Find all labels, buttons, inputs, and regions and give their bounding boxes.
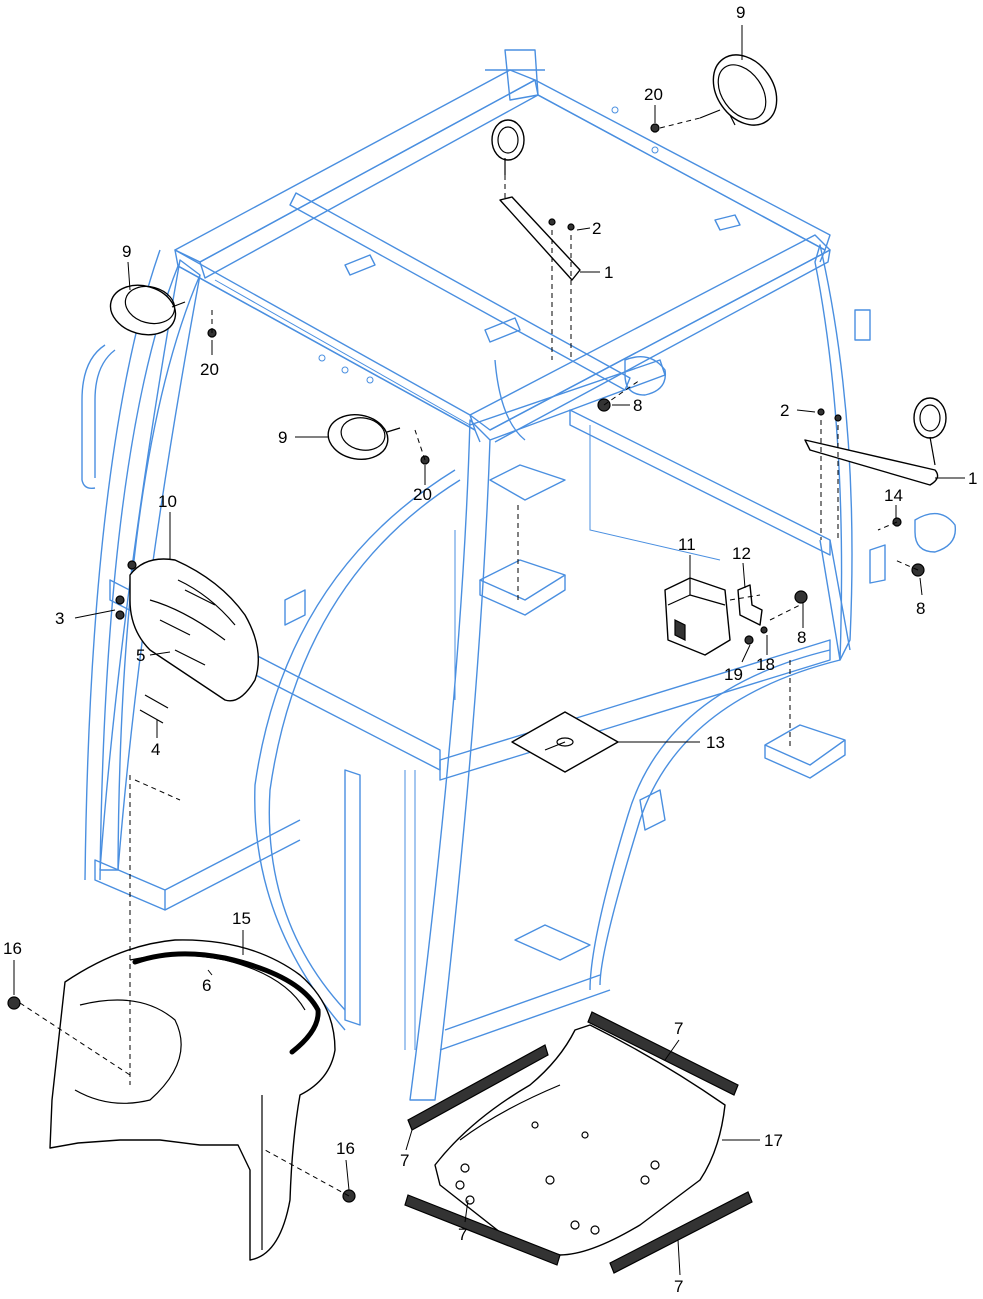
beacon-lamp-right bbox=[913, 397, 947, 466]
callout-1-top: 1 bbox=[604, 263, 613, 282]
callout-2-right: 2 bbox=[780, 401, 789, 420]
callout-4: 4 bbox=[151, 740, 160, 759]
callout-10: 10 bbox=[158, 492, 177, 511]
callout-9-top: 9 bbox=[736, 3, 745, 22]
callout-16-right: 16 bbox=[336, 1139, 355, 1158]
callout-8-top: 8 bbox=[633, 396, 642, 415]
callout-13: 13 bbox=[706, 733, 725, 752]
washer-tank bbox=[664, 577, 731, 656]
work-lamp-left bbox=[109, 284, 186, 336]
callout-6: 6 bbox=[202, 976, 211, 995]
callouts: 9 20 2 1 9 20 8 9 20 2 1 14 10 11 12 8 3… bbox=[3, 3, 977, 1296]
callout-7-bottom-right: 7 bbox=[674, 1277, 683, 1296]
callout-5: 5 bbox=[136, 646, 145, 665]
callout-20-middle: 20 bbox=[413, 485, 432, 504]
work-lamp-top bbox=[699, 54, 778, 126]
callout-20-left: 20 bbox=[200, 360, 219, 379]
callout-17: 17 bbox=[764, 1131, 783, 1150]
callout-11: 11 bbox=[678, 535, 696, 554]
rear-lower-panel bbox=[49, 939, 336, 1261]
cab-frame bbox=[81, 49, 957, 1101]
floor-plate bbox=[511, 711, 619, 773]
callout-9-left: 9 bbox=[122, 242, 131, 261]
callout-8-tank: 8 bbox=[797, 628, 806, 647]
callout-19: 19 bbox=[724, 665, 743, 684]
callout-15: 15 bbox=[232, 909, 251, 928]
callout-2-top: 2 bbox=[592, 219, 601, 238]
leader-lines bbox=[13, 25, 965, 1276]
callout-7-left: 7 bbox=[400, 1151, 409, 1170]
beacon-lamp-center bbox=[491, 119, 525, 175]
callout-16-left: 16 bbox=[3, 939, 22, 958]
callout-20-top: 20 bbox=[644, 85, 663, 104]
callout-8-right: 8 bbox=[916, 599, 925, 618]
callout-3: 3 bbox=[55, 609, 64, 628]
callout-1-right: 1 bbox=[968, 469, 977, 488]
seal-strip bbox=[132, 951, 321, 1055]
rear-cover bbox=[129, 558, 260, 702]
callout-12: 12 bbox=[732, 544, 751, 563]
floor-mat bbox=[434, 1024, 726, 1256]
callout-9-middle: 9 bbox=[278, 428, 287, 447]
callout-7-top: 7 bbox=[674, 1019, 683, 1038]
work-lamp-middle bbox=[327, 414, 401, 460]
rubber-strips bbox=[404, 1011, 753, 1274]
callout-18: 18 bbox=[756, 655, 775, 674]
callout-14: 14 bbox=[884, 486, 903, 505]
callout-7-bottom-left: 7 bbox=[458, 1225, 467, 1244]
